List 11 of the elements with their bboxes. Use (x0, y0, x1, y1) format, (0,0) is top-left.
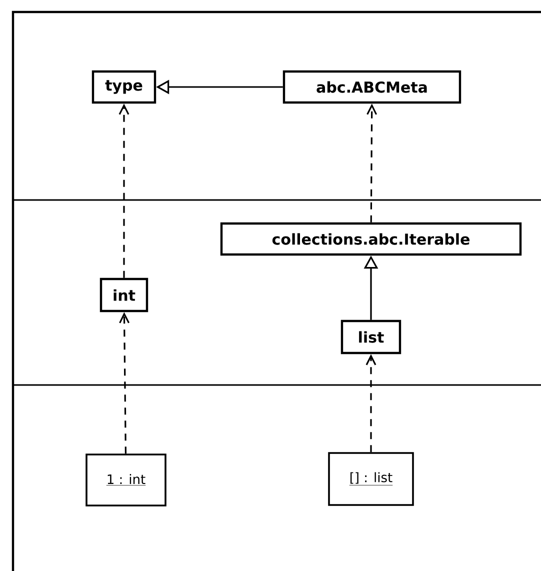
object-box: 1 : int (86, 454, 166, 506)
dependency-arrow (366, 104, 378, 222)
class-box: type (92, 70, 156, 104)
class-box: list (340, 320, 402, 354)
class-box: abc.ABCMeta (282, 70, 462, 104)
dependency-arrow (366, 354, 376, 452)
dependency-arrow (119, 312, 130, 454)
dependency-arrow (118, 104, 130, 278)
class-box: collections.abc.Iterable (220, 222, 522, 256)
object-box: [] : list (328, 452, 414, 506)
class-box: int (100, 278, 148, 312)
